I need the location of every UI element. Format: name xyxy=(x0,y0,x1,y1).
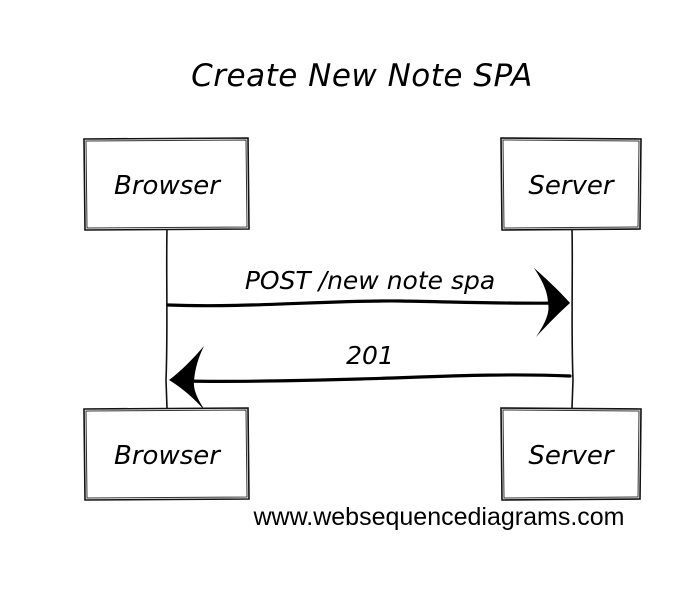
response-arrow-line xyxy=(178,373,572,383)
server-lifeline xyxy=(571,228,574,409)
message-response: 201 xyxy=(169,341,572,412)
request-arrow-line xyxy=(166,299,564,308)
participant-label: Browser xyxy=(114,441,222,471)
participant-server-bottom: Server xyxy=(500,407,642,501)
participant-label: Server xyxy=(528,441,616,471)
participant-browser-top: Browser xyxy=(83,137,250,231)
participant-browser-bottom: Browser xyxy=(83,407,250,501)
watermark-text: www.websequencediagrams.com xyxy=(252,503,624,531)
response-arrowhead-icon xyxy=(169,346,206,412)
participant-label: Server xyxy=(528,171,616,201)
diagram-title: Create New Note SPA xyxy=(191,58,533,94)
request-arrowhead-icon xyxy=(534,268,570,337)
message-label: POST /new note spa xyxy=(245,266,495,295)
message-label: 201 xyxy=(346,341,394,370)
message-request: POST /new note spa xyxy=(166,266,570,337)
participant-label: Browser xyxy=(114,171,222,201)
participant-server-top: Server xyxy=(500,137,642,231)
browser-lifeline xyxy=(165,228,168,409)
